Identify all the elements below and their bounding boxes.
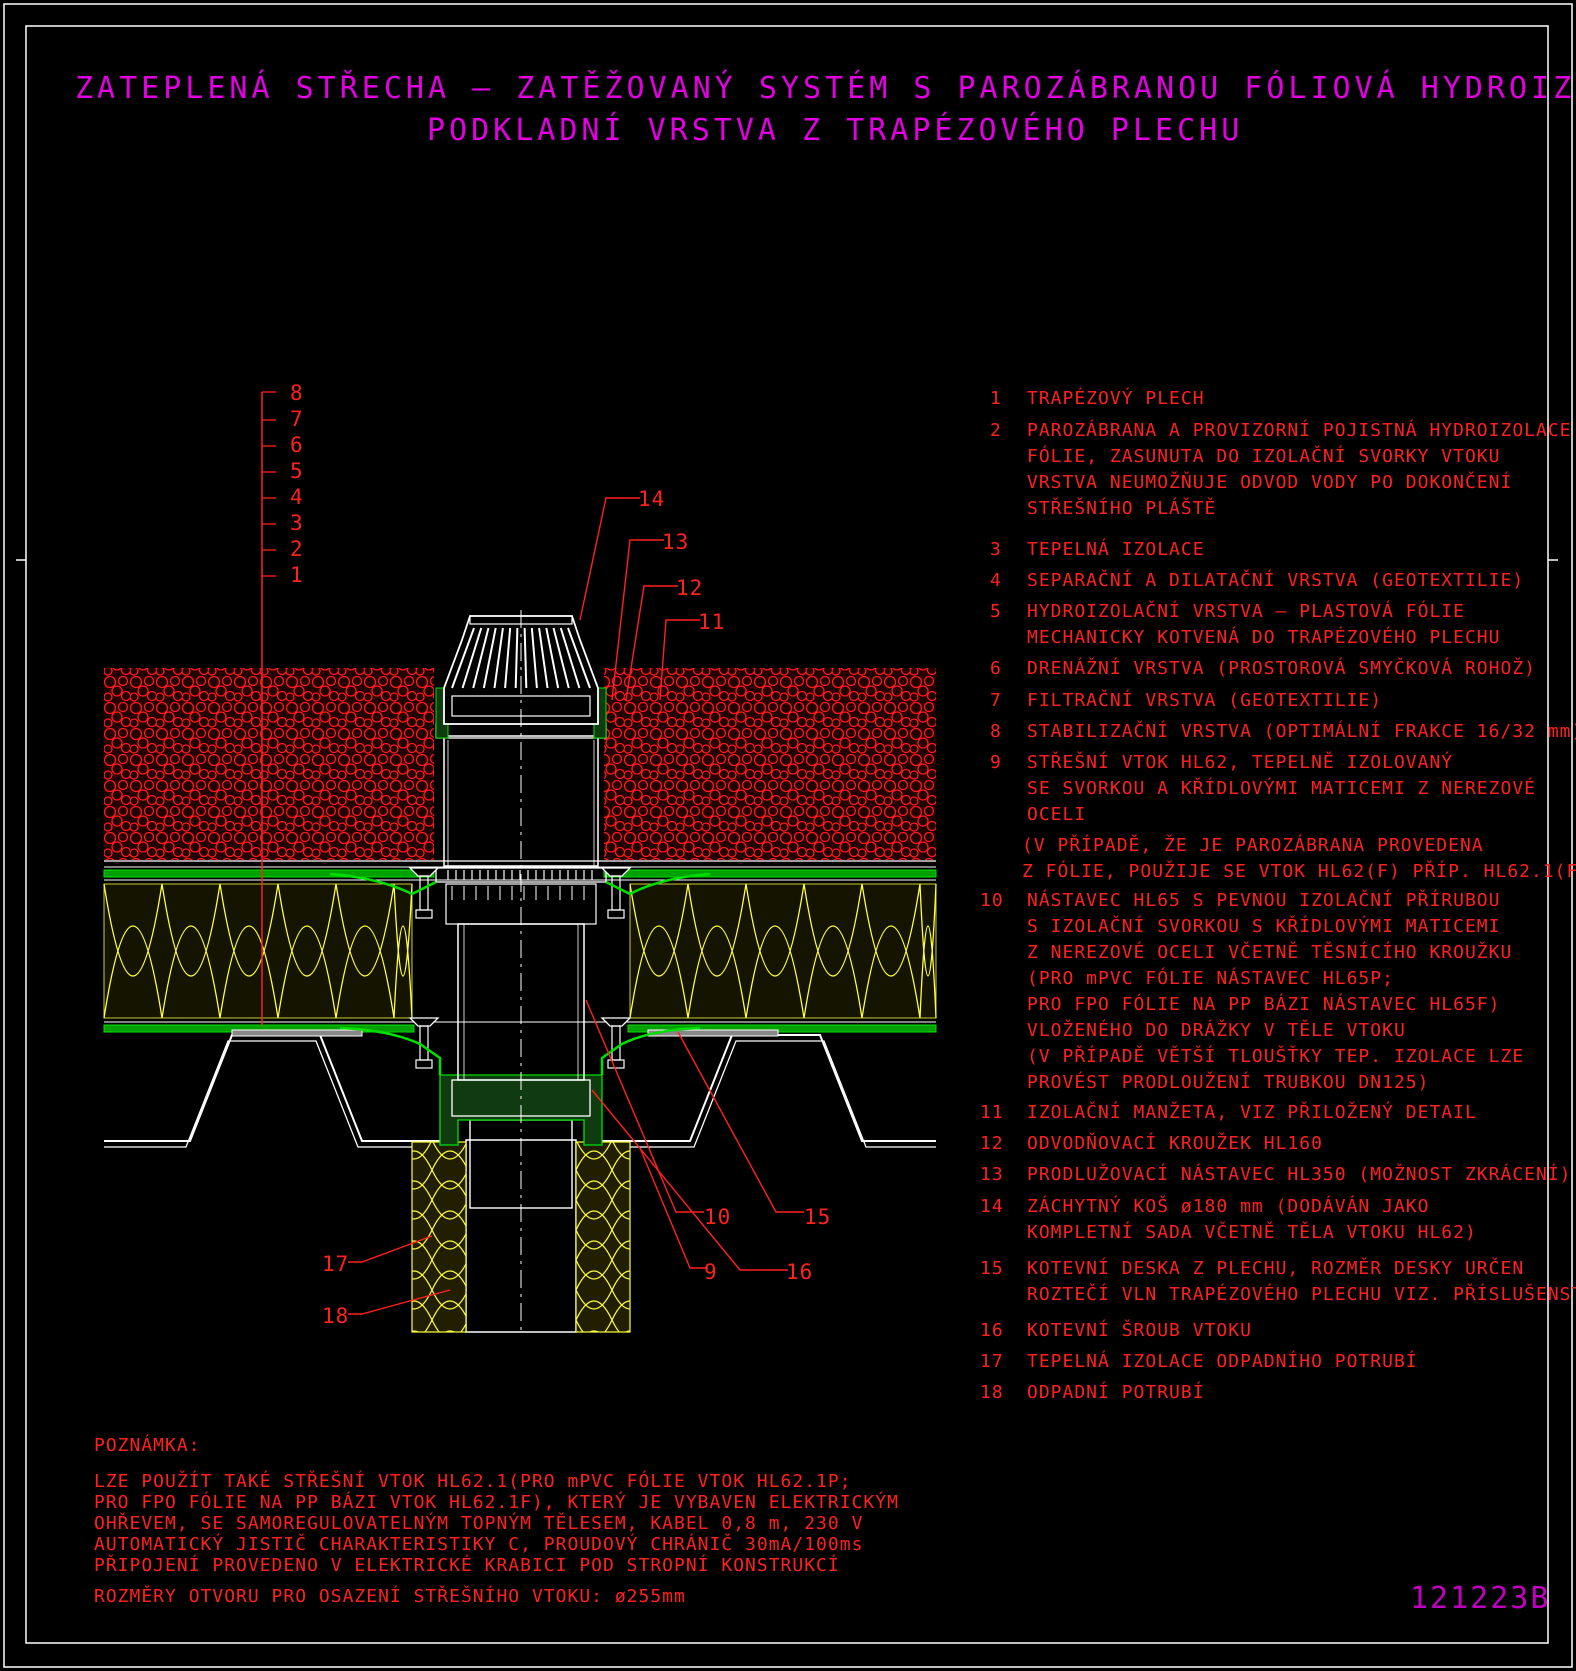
legend-text: PRODLUŽOVACÍ NÁSTAVEC HL350 (MOŽNOST ZKR… bbox=[1027, 1163, 1572, 1185]
callout-11: 11 bbox=[698, 610, 725, 634]
gravel-layer bbox=[104, 668, 936, 860]
legend-text: TEPELNÁ IZOLACE ODPADNÍHO POTRUBÍ bbox=[1027, 1350, 1418, 1372]
legend-text: PAROZÁBRANA A PROVIZORNÍ POJISTNÁ HYDROI… bbox=[1027, 419, 1572, 441]
layer-mark: 5 bbox=[290, 459, 304, 483]
legend-text: S IZOLAČNÍ SVORKOU S KŘÍDLOVÝMI MATICEMI bbox=[1027, 915, 1500, 937]
callout-18: 18 bbox=[322, 1304, 349, 1328]
legend-text: NÁSTAVEC HL65 S PEVNOU IZOLAČNÍ PŘÍRUBOU bbox=[1027, 889, 1500, 911]
legend-text: DRENÁŽNÍ VRSTVA (PROSTOROVÁ SMYČKOVÁ ROH… bbox=[1027, 657, 1536, 679]
legend-text: (PRO mPVC FÓLIE NÁSTAVEC HL65P; bbox=[1027, 967, 1394, 989]
legend-number: 14 bbox=[980, 1196, 1004, 1217]
legend-number: 12 bbox=[980, 1133, 1004, 1154]
legend-text: STABILIZAČNÍ VRSTVA (OPTIMÁLNÍ FRAKCE 16… bbox=[1027, 720, 1576, 742]
legend-text: VRSTVA NEUMOŽŇUJE ODVOD VODY PO DOKONČEN… bbox=[1027, 471, 1512, 493]
legend-text: STŘEŠNÍ VTOK HL62, TEPELNĚ IZOLOVANÝ bbox=[1027, 751, 1453, 773]
drawing-frame bbox=[3, 3, 1573, 1668]
layer-mark: 7 bbox=[290, 407, 304, 431]
legend-text: KOTEVNÍ DESKA Z PLECHU, ROZMĚR DESKY URČ… bbox=[1027, 1257, 1524, 1279]
legend-number: 17 bbox=[980, 1351, 1004, 1372]
note-heading: POZNÁMKA: bbox=[94, 1434, 201, 1456]
legend-number: 5 bbox=[990, 601, 1002, 622]
legend-text: SE SVORKOU A KŘÍDLOVÝMI MATICEMI Z NEREZ… bbox=[1027, 777, 1536, 799]
legend-text: KOTEVNÍ ŠROUB VTOKU bbox=[1027, 1319, 1252, 1341]
note-line: PŘIPOJENÍ PROVEDENO V ELEKTRICKÉ KRABICI… bbox=[94, 1554, 840, 1576]
legend-text: MECHANICKY KOTVENÁ DO TRAPÉZOVÉHO PLECHU bbox=[1027, 626, 1500, 648]
legend-text: ODPADNÍ POTRUBÍ bbox=[1027, 1381, 1205, 1403]
legend-number: 18 bbox=[980, 1382, 1004, 1403]
legend-number: 6 bbox=[990, 658, 1002, 679]
note-line: OHŘEVEM, SE SAMOREGULOVATELNÝM TOPNÝM TĚ… bbox=[94, 1512, 863, 1534]
legend-text: ODVODŇOVACÍ KROUŽEK HL160 bbox=[1027, 1132, 1323, 1154]
legend-text: PRO FPO FÓLIE NA PP BÁZI NÁSTAVEC HL65F) bbox=[1027, 993, 1500, 1015]
legend-text: ROZTEČÍ VLN TRAPÉZOVÉHO PLECHU VIZ. PŘÍS… bbox=[1027, 1283, 1576, 1305]
legend-text: PROVÉST PRODLOUŽENÍ TRUBKOU DN125) bbox=[1027, 1071, 1429, 1093]
legend-number: 3 bbox=[990, 539, 1002, 560]
legend-text: FÓLIE, ZASUNUTA DO IZOLAČNÍ SVORKY VTOKU bbox=[1027, 445, 1500, 467]
legend-text: SEPARAČNÍ A DILATAČNÍ VRSTVA (GEOTEXTILI… bbox=[1027, 569, 1524, 591]
legend-number: 2 bbox=[990, 420, 1002, 441]
callout-17: 17 bbox=[322, 1252, 349, 1276]
callout-16: 16 bbox=[786, 1260, 813, 1284]
drawing-number: 121223B bbox=[1410, 1581, 1550, 1616]
layer-index: 8 7 6 5 4 3 2 1 bbox=[261, 381, 304, 1025]
note-line: AUTOMATICKÝ JISTIČ CHARAKTERISTIKY C, PR… bbox=[94, 1533, 863, 1555]
note-line: PRO FPO FÓLIE NA PP BÁZI VTOK HL62.1F), … bbox=[94, 1491, 899, 1513]
catch-basket-slots bbox=[451, 627, 591, 717]
trapezoidal-sheet bbox=[104, 1029, 936, 1148]
drainage-layers bbox=[103, 860, 937, 881]
drain-flange-ribs bbox=[447, 870, 593, 900]
legend-number: 8 bbox=[990, 721, 1002, 742]
callout-leaders bbox=[348, 497, 804, 1315]
callout-13: 13 bbox=[662, 530, 689, 554]
legend-number: 4 bbox=[990, 570, 1002, 591]
legend-text: HYDROIZOLAČNÍ VRSTVA – PLASTOVÁ FÓLIE bbox=[1027, 600, 1465, 622]
callout-12: 12 bbox=[676, 576, 703, 600]
legend-text: ZÁCHYTNÝ KOŠ ø180 mm (DODÁVÁN JAKO bbox=[1027, 1195, 1429, 1217]
legend-number: 7 bbox=[990, 690, 1002, 711]
legend-text: KOMPLETNÍ SADA VČETNĚ TĚLA VTOKU HL62) bbox=[1027, 1221, 1477, 1243]
legend-number: 15 bbox=[980, 1258, 1004, 1279]
roof-drain-assembly bbox=[329, 610, 711, 1333]
layer-mark: 3 bbox=[290, 511, 304, 535]
legend-number: 13 bbox=[980, 1164, 1004, 1185]
note-dimensions: ROZMĚRY OTVORU PRO OSAZENÍ STŘEŠNÍHO VTO… bbox=[94, 1585, 686, 1607]
note-block: POZNÁMKA: LZE POUŽÍT TAKÉ STŘEŠNÍ VTOK H… bbox=[94, 1434, 899, 1607]
legend-text: STŘEŠNÍHO PLÁŠTĚ bbox=[1027, 497, 1216, 519]
legend-text: TRAPÉZOVÝ PLECH bbox=[1027, 387, 1205, 409]
legend-number: 9 bbox=[990, 752, 1002, 773]
layer-mark: 8 bbox=[290, 381, 304, 405]
layer-mark: 4 bbox=[290, 485, 304, 509]
callout-9: 9 bbox=[704, 1260, 718, 1284]
legend-text: (V PŘÍPADĚ VĚTŠÍ TLOUŠŤKY TEP. IZOLACE L… bbox=[1027, 1045, 1524, 1067]
vapor-barrier-layer bbox=[103, 1021, 937, 1033]
legend-text: OCELI bbox=[1027, 804, 1086, 825]
title-line-2: PODKLADNÍ VRSTVA Z TRAPÉZOVÉHO PLECHU bbox=[427, 112, 1243, 148]
legend-list: 1 TRAPÉZOVÝ PLECH 2 PAROZÁBRANA A PROVIZORN… bbox=[980, 387, 1576, 1403]
legend-number: 16 bbox=[980, 1320, 1004, 1341]
legend-text: (V PŘÍPADĚ, ŽE JE PAROZÁBRANA PROVEDENA bbox=[1022, 834, 1484, 856]
legend-text: VLOŽENÉHO DO DRÁŽKY V TĚLE VTOKU bbox=[1027, 1019, 1406, 1041]
legend-text: TEPELNÁ IZOLACE bbox=[1027, 538, 1205, 560]
legend-text: Z NEREZOVÉ OCELI VČETNĚ TĚSNÍCÍHO KROUŽK… bbox=[1027, 941, 1512, 963]
callout-10: 10 bbox=[704, 1205, 731, 1229]
legend-text: Z FÓLIE, POUŽIJE SE VTOK HL62(F) PŘÍP. H… bbox=[1022, 860, 1576, 882]
layer-mark: 2 bbox=[290, 537, 304, 561]
legend-text: FILTRAČNÍ VRSTVA (GEOTEXTILIE) bbox=[1027, 689, 1382, 711]
callout-14: 14 bbox=[638, 487, 665, 511]
title-line-1: ZATEPLENÁ STŘECHA – ZATĚŽOVANÝ SYSTÉM S … bbox=[75, 69, 1576, 106]
thermal-insulation-layer bbox=[103, 883, 937, 1019]
legend-number: 11 bbox=[980, 1102, 1004, 1123]
layer-mark: 6 bbox=[290, 433, 304, 457]
layer-mark: 1 bbox=[290, 563, 304, 587]
legend-number: 10 bbox=[980, 890, 1004, 911]
wing-nuts bbox=[408, 867, 632, 1069]
note-line: LZE POUŽÍT TAKÉ STŘEŠNÍ VTOK HL62.1(PRO … bbox=[94, 1470, 852, 1492]
legend-number: 1 bbox=[990, 388, 1002, 409]
legend-text: IZOLAČNÍ MANŽETA, VIZ PŘILOŽENÝ DETAIL bbox=[1027, 1101, 1477, 1123]
callout-15: 15 bbox=[804, 1205, 831, 1229]
